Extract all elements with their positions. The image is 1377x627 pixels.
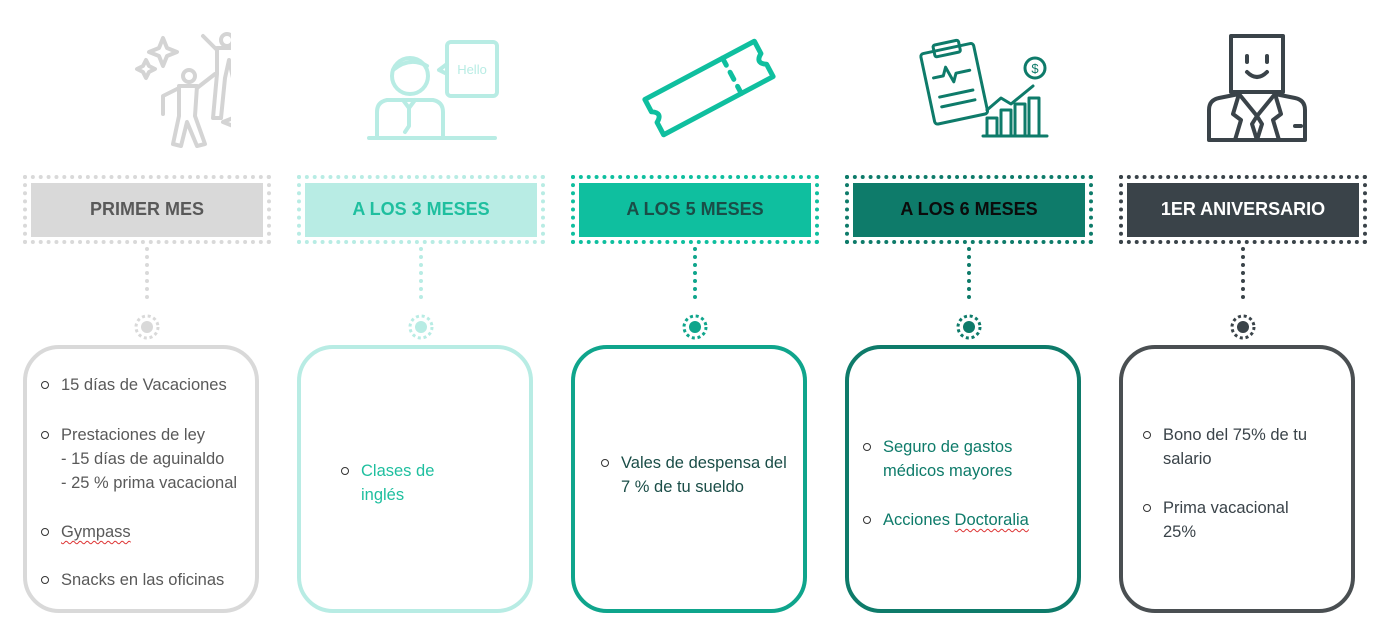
bullet-icon bbox=[41, 431, 49, 439]
header-label: A LOS 6 MESES bbox=[853, 182, 1085, 237]
bullet-icon bbox=[863, 516, 871, 524]
connector-line bbox=[967, 247, 971, 299]
timeline-dot bbox=[682, 314, 708, 340]
medical-chart-icon: $ bbox=[919, 38, 1049, 138]
benefits-card-1er-aniversario: Bono del 75% de tu salario Prima vacacio… bbox=[1119, 345, 1355, 613]
header-6-meses: A LOS 6 MESES bbox=[845, 175, 1093, 244]
connector-line bbox=[693, 247, 697, 299]
sub-item: - 15 días de aguinaldo bbox=[61, 450, 225, 468]
list-item: Seguro de gastos médicos mayores bbox=[863, 435, 1057, 483]
item-text: Prima vacacional 25% bbox=[1163, 499, 1289, 541]
stage-6-meses: $ A LOS 6 MESES Seguro de gastos médicos… bbox=[845, 0, 1118, 627]
item-text: Seguro de gastos médicos mayores bbox=[883, 438, 1013, 480]
connector-line bbox=[1241, 247, 1245, 299]
item-text: Clases de inglés bbox=[361, 462, 435, 504]
list-item: Snacks en las oficinas bbox=[41, 568, 245, 592]
header-label: A LOS 3 MESES bbox=[305, 182, 537, 237]
list-item: Prestaciones de ley - 15 días de aguinal… bbox=[41, 423, 245, 495]
list-item: Gympass bbox=[41, 520, 245, 544]
item-text: Prestaciones de ley bbox=[61, 426, 205, 444]
header-3-meses: A LOS 3 MESES bbox=[297, 175, 545, 244]
teacher-hello-icon: Hello bbox=[367, 40, 499, 140]
header-label: A LOS 5 MESES bbox=[579, 182, 811, 237]
svg-text:$: $ bbox=[1031, 61, 1039, 76]
header-primer-mes: PRIMER MES bbox=[23, 175, 271, 244]
ticket-icon bbox=[642, 38, 776, 138]
connector-line bbox=[419, 247, 423, 299]
stage-1er-aniversario: 1ER ANIVERSARIO Bono del 75% de tu salar… bbox=[1119, 0, 1377, 627]
connector-line bbox=[145, 247, 149, 299]
item-text: Gympass bbox=[61, 523, 131, 541]
item-text: Vales de despensa del 7 % de tu sueldo bbox=[621, 454, 787, 496]
stage-5-meses: A LOS 5 MESES Vales de despensa del 7 % … bbox=[571, 0, 844, 627]
svg-text:Hello: Hello bbox=[457, 62, 487, 77]
list-item: Bono del 75% de tu salario bbox=[1143, 423, 1321, 471]
benefits-card-5-meses: Vales de despensa del 7 % de tu sueldo bbox=[571, 345, 807, 613]
bullet-icon bbox=[41, 381, 49, 389]
item-text: Acciones Doctoralia bbox=[883, 511, 1029, 529]
bullet-icon bbox=[601, 459, 609, 467]
smiling-businessman-icon bbox=[1207, 34, 1307, 142]
timeline-dot bbox=[408, 314, 434, 340]
sub-item: - 25 % prima vacacional bbox=[61, 474, 238, 492]
benefits-card-3-meses: Clases de inglés bbox=[297, 345, 533, 613]
header-label: PRIMER MES bbox=[31, 182, 263, 237]
list-item: Prima vacacional 25% bbox=[1143, 496, 1311, 544]
header-5-meses: A LOS 5 MESES bbox=[571, 175, 819, 244]
list-item: Vales de despensa del 7 % de tu sueldo bbox=[601, 451, 789, 499]
bullet-icon bbox=[41, 528, 49, 536]
bullet-icon bbox=[41, 576, 49, 584]
timeline-dot bbox=[134, 314, 160, 340]
bullet-icon bbox=[863, 443, 871, 451]
timeline-dot bbox=[1230, 314, 1256, 340]
dancing-people-icon bbox=[135, 32, 231, 148]
header-label: 1ER ANIVERSARIO bbox=[1127, 182, 1359, 237]
stage-primer-mes: PRIMER MES 15 días de Vacaciones Prestac… bbox=[23, 0, 296, 627]
bullet-icon bbox=[1143, 431, 1151, 439]
list-item: Clases de inglés bbox=[341, 459, 469, 507]
list-item: Acciones Doctoralia bbox=[863, 508, 1067, 532]
item-text: Snacks en las oficinas bbox=[61, 571, 225, 589]
benefits-card-primer-mes: 15 días de Vacaciones Prestaciones de le… bbox=[23, 345, 259, 613]
item-text: 15 días de Vacaciones bbox=[61, 376, 227, 394]
header-1er-aniversario: 1ER ANIVERSARIO bbox=[1119, 175, 1367, 244]
timeline-dot bbox=[956, 314, 982, 340]
stage-3-meses: Hello A LOS 3 MESES Clases de inglés bbox=[297, 0, 570, 627]
item-text: Bono del 75% de tu salario bbox=[1163, 426, 1308, 468]
bullet-icon bbox=[341, 467, 349, 475]
bullet-icon bbox=[1143, 504, 1151, 512]
list-item: 15 días de Vacaciones bbox=[41, 373, 245, 397]
benefits-card-6-meses: Seguro de gastos médicos mayores Accione… bbox=[845, 345, 1081, 613]
